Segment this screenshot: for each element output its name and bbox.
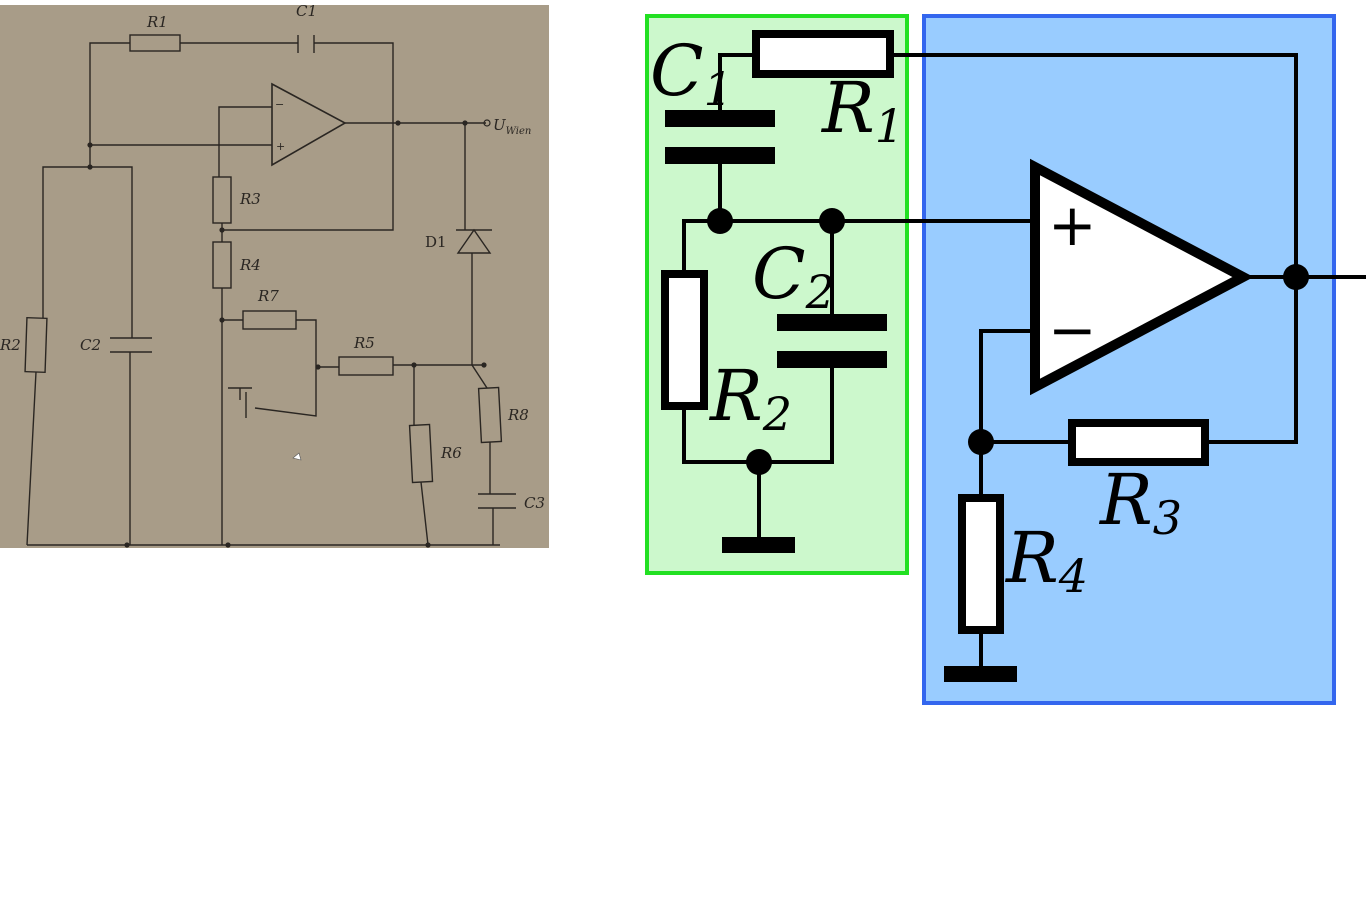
label-c2-sub: 2: [805, 265, 835, 319]
resistor-r3: [1068, 419, 1209, 466]
ground-amplifier: [944, 666, 1017, 682]
photo-label-r3: R3: [239, 190, 261, 208]
label-r4: R4: [1004, 517, 1088, 603]
photo-label-c1: C1: [296, 2, 317, 20]
opamp-triangle: [1030, 158, 1254, 396]
photo-label-r4: R4: [239, 256, 261, 274]
mouse-cursor-icon: [292, 452, 302, 461]
photo-label-r1: R1: [146, 13, 168, 31]
label-c2-main: C: [752, 233, 806, 315]
resistor-r1: [752, 30, 894, 78]
photo-resistor-r4: [212, 241, 232, 289]
label-c1: C1: [650, 30, 733, 116]
photo-label-r2: R2: [0, 336, 21, 354]
label-r1-main: R: [820, 67, 875, 149]
photo-label-output-main: U: [493, 116, 507, 134]
photo-label-d1: D1: [425, 233, 447, 251]
clean-schematic: + − C1 R1 C2 R2 R3 R4: [645, 14, 1366, 705]
photo-label-r5: R5: [353, 334, 375, 352]
label-r1: R1: [820, 67, 904, 153]
label-r4-sub: 4: [1058, 549, 1088, 603]
capacitor-c1-bottom-plate: [665, 147, 775, 164]
label-r2-sub: 2: [762, 387, 792, 441]
label-r2: R2: [708, 355, 792, 441]
capacitor-c2-bottom-plate: [777, 351, 887, 368]
photo-opamp-minus: −: [275, 98, 284, 111]
photo-schematic: R1 C1 R2 C2 R3 R4 R7 R5 R6 R8 C3 D1 UWie…: [0, 2, 549, 548]
photo-wires: [26, 35, 516, 546]
label-r3-main: R: [1098, 459, 1153, 541]
label-c2: C2: [752, 233, 835, 319]
photo-resistor-r3: [212, 176, 232, 224]
photo-paper-background: [0, 5, 549, 548]
label-r4-main: R: [1004, 517, 1059, 599]
photo-opamp: [271, 82, 347, 167]
label-r2-main: R: [708, 355, 763, 437]
label-r3: R3: [1098, 459, 1182, 545]
label-r1-sub: 1: [875, 99, 904, 153]
opamp-plus-sign: +: [1048, 191, 1097, 259]
label-c1-sub: 1: [704, 62, 733, 116]
opamp-minus-sign: −: [1048, 296, 1097, 364]
photo-label-output: UWien: [493, 116, 531, 137]
ground-feedback: [722, 537, 795, 553]
photo-resistor-r7: [242, 310, 297, 330]
photo-label-output-sub: Wien: [506, 126, 532, 137]
capacitor-c1-top-plate: [665, 110, 775, 127]
photo-resistor-r8: [477, 386, 503, 444]
photo-label-c2: C2: [80, 336, 101, 354]
label-r3-sub: 3: [1153, 491, 1182, 545]
photo-resistor-r5: [338, 356, 394, 376]
resistor-r4: [958, 494, 1004, 634]
capacitor-c2-top-plate: [777, 314, 887, 331]
photo-resistor-r6: [408, 423, 434, 484]
resistor-r2: [661, 270, 708, 410]
clean-junctions: [707, 208, 1309, 475]
photo-label-r7: R7: [257, 287, 279, 305]
photo-label-r8: R8: [507, 406, 529, 424]
photo-resistor-r1: [129, 34, 181, 52]
photo-junctions: [87, 120, 487, 548]
photo-label-r6: R6: [440, 444, 462, 462]
photo-diode-d1: [456, 228, 492, 254]
photo-resistor-r2: [24, 316, 48, 374]
photo-opamp-plus: +: [276, 140, 285, 153]
label-c1-main: C: [650, 30, 704, 112]
photo-label-c3: C3: [524, 494, 545, 512]
